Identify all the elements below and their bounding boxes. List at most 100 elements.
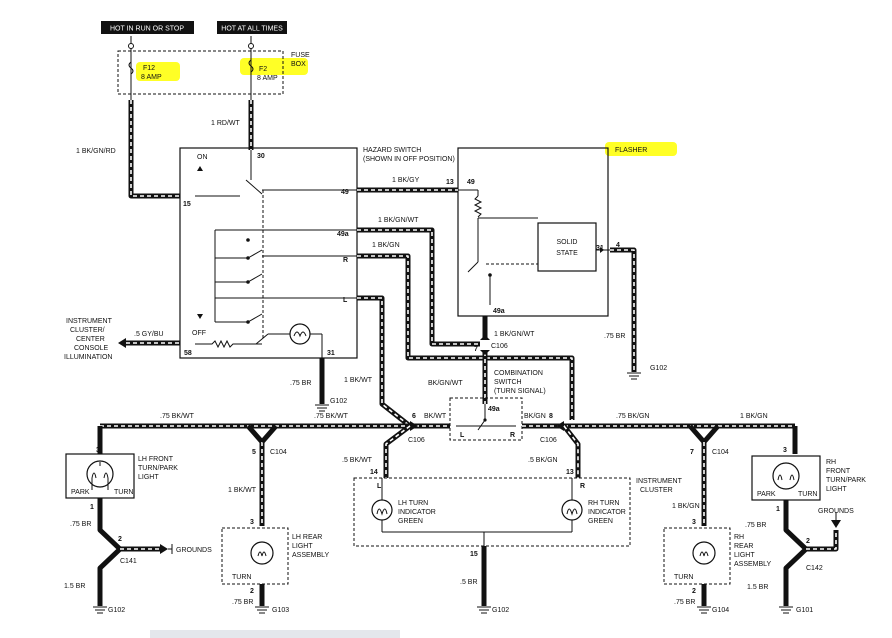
lhrear-turn: TURN: [232, 574, 251, 581]
lh-indicator-bulb-icon: [371, 499, 393, 521]
label-bk-gn-wt-mid: 1 BK/GN/WT: [494, 331, 535, 338]
g102-flasher-label: G102: [650, 365, 667, 372]
illum-label-1: INSTRUMENT: [66, 318, 113, 325]
wire-rhfront-ground: [806, 530, 839, 552]
f12-fuse-icon: [128, 61, 134, 75]
hot-all-times-tag: [217, 21, 287, 34]
lhrear-title-2: LIGHT: [292, 543, 313, 550]
c142-label: C142: [806, 565, 823, 572]
c106-left-arrow-icon: [410, 421, 418, 431]
hazard-title-1: HAZARD SWITCH: [363, 147, 421, 154]
grounds-left-label: GROUNDS: [176, 547, 212, 554]
rhrear-title-1: RH: [734, 534, 744, 541]
grounds-left-icon: [168, 544, 173, 554]
wire-lhrear-junction: [260, 424, 278, 444]
hazard-pin-15: 15: [183, 201, 191, 208]
hazard-pin-r: R: [343, 257, 348, 264]
g101-ground-icon: [779, 606, 793, 614]
flasher-pin-31: 31: [596, 245, 604, 252]
label-bk-gn-5: .5 BK/GN: [528, 457, 558, 464]
g104-label: G104: [712, 607, 729, 614]
lh-ind-3: GREEN: [398, 518, 423, 525]
lhfront-title-1: LH FRONT: [138, 456, 174, 463]
lhrear-title-3: ASSEMBLY: [292, 552, 330, 559]
cluster-pin-l: L: [377, 483, 382, 490]
solid-state-1: SOLID: [556, 239, 577, 246]
rh-ind-3: GREEN: [588, 518, 613, 525]
lhrear-pin-2: 2: [250, 588, 254, 595]
lhfront-turn: TURN: [114, 489, 133, 496]
cluster-pin-14: 14: [370, 469, 378, 476]
f12-rating: 8 AMP: [141, 74, 162, 81]
c104-right-label: C104: [712, 449, 729, 456]
lhrear-pin-3: 3: [250, 519, 254, 526]
lhfront-title-3: LIGHT: [138, 474, 159, 481]
lhfront-pin-1: 1: [90, 504, 94, 511]
illum-label-4: CONSOLE: [74, 345, 109, 352]
f2-terminal: [248, 43, 254, 49]
illum-connector-icon: [118, 338, 126, 348]
f2-highlight: [240, 58, 308, 75]
g102-hazard-label: G102: [330, 398, 347, 405]
label-bk-gn-1-right: 1 BK/GN: [740, 413, 768, 420]
hazard-bulb-filament: [293, 331, 307, 338]
hazard-pin-49a: 49a: [337, 231, 349, 238]
hazard-switch-contacts: [195, 150, 357, 358]
hot-run-stop-label: HOT IN RUN OR STOP: [110, 26, 184, 33]
wire-bk-gn-rd: [128, 100, 180, 199]
rhrear-pin-7: 7: [690, 449, 694, 456]
wire-bk-wt-5: [383, 424, 412, 478]
wire-bk-gn-top: [357, 253, 575, 420]
label-br-rhfront: .75 BR: [745, 522, 766, 529]
wire-br-flasher: [610, 247, 637, 372]
illum-label-2: CLUSTER/: [70, 327, 105, 334]
label-bk-gn-rd: 1 BK/GN/RD: [76, 148, 116, 155]
rh-rear-bulb-icon: [692, 541, 716, 565]
flasher-pin-49: 49: [467, 179, 475, 186]
c142-arrow-icon: [831, 520, 841, 528]
rh-bulb-filament: [566, 508, 578, 516]
fuse-box-label-2: BOX: [291, 61, 306, 68]
lhrear-title-1: LH REAR: [292, 534, 322, 541]
hazard-on-label: ON: [197, 154, 208, 161]
lhfront-pin-2: 2: [118, 536, 122, 543]
cs-pin-7-top: 7: [474, 346, 478, 353]
label-br-cluster: .5 BR: [460, 579, 478, 586]
lh-bulb-filament: [376, 508, 388, 516]
rhrear-pin-3: 3: [692, 519, 696, 526]
rh-front-bulb-icon: [772, 462, 800, 490]
hazard-on-arrow-icon: [197, 166, 203, 171]
bottom-bar: [150, 630, 400, 638]
cluster-title-1: INSTRUMENT: [636, 478, 683, 485]
g103-label: G103: [272, 607, 289, 614]
wire-br-rhfront: [783, 500, 809, 606]
hazard-pin-49: 49: [341, 189, 349, 196]
label-bk-wt-075-left: .75 BK/WT: [160, 413, 195, 420]
cluster-pin-15: 15: [470, 551, 478, 558]
g102-lhfront-label: G102: [108, 607, 125, 614]
rhfront-title-1: RH: [826, 459, 836, 466]
rhrear-title-4: ASSEMBLY: [734, 561, 772, 568]
rhrear-title-2: REAR: [734, 543, 753, 550]
cs-contacts: [456, 404, 516, 431]
f12-highlight: [136, 62, 180, 81]
flasher-pin-49a: 49a: [493, 308, 505, 315]
flasher: [457, 147, 609, 317]
label-bk-gn-wt-top: 1 BK/GN/WT: [378, 217, 419, 224]
label-br-hazard: .75 BR: [290, 380, 311, 387]
flasher-internals: [458, 189, 610, 305]
hazard-pin-30: 30: [257, 153, 265, 160]
flasher-highlight: [605, 142, 677, 156]
c106-top-arrow-icon: [480, 335, 490, 340]
rh-ind-2: INDICATOR: [588, 509, 626, 516]
lh-front-bulb-icon: [86, 460, 114, 488]
g101-label: G101: [796, 607, 813, 614]
rhfront-turn: TURN: [798, 491, 817, 498]
cluster-pin-r: R: [580, 483, 585, 490]
rh-front-filaments: [777, 474, 795, 481]
lh-rear-filament: [257, 551, 267, 557]
cluster-title-2: CLUSTER: [640, 487, 673, 494]
rhfront-pin-2: 2: [806, 538, 810, 545]
hazard-title-2: (SHOWN IN OFF POSITION): [363, 156, 455, 163]
